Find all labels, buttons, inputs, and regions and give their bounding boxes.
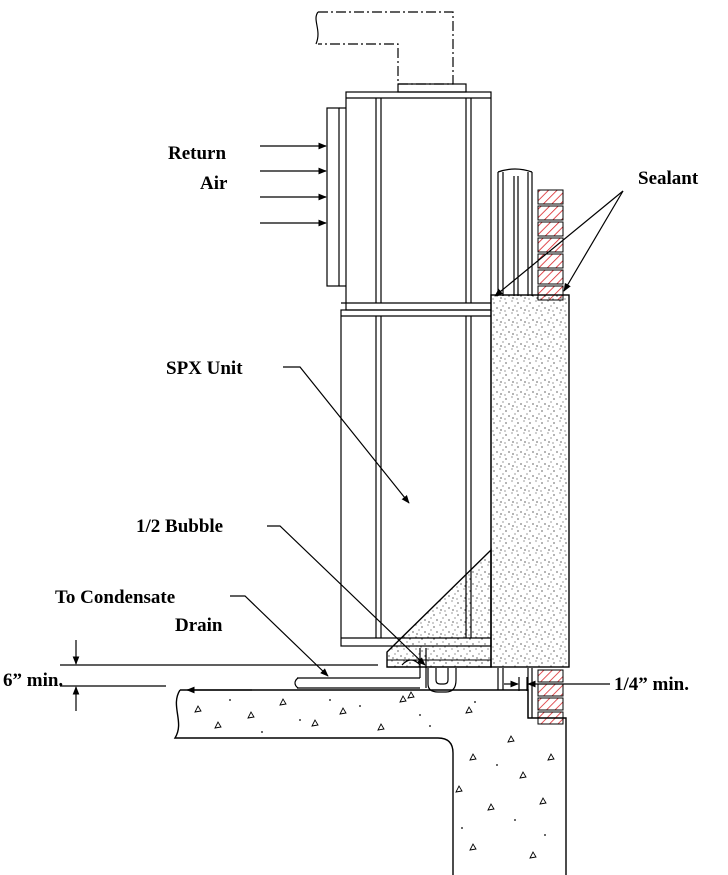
condensate-label-line2: Drain [175, 615, 223, 636]
brick [537, 683, 564, 697]
mounting-pad [386, 294, 570, 668]
half-bubble-label: 1/2 Bubble [136, 516, 223, 537]
aggregate-mark [407, 691, 415, 699]
aggregate-dot [229, 699, 231, 701]
sealant-label: Sealant [638, 168, 699, 189]
aggregate-mark [469, 843, 477, 851]
brick [537, 269, 564, 285]
brick [537, 253, 564, 269]
return-air-label-line1: Return [168, 143, 226, 164]
aggregate-mark [247, 711, 255, 719]
aggregate-mark [469, 753, 477, 761]
aggregate-dot [299, 719, 301, 721]
aggregate-dot [429, 725, 431, 727]
aggregate-mark [194, 705, 202, 713]
aggregate-mark [214, 721, 222, 729]
spx-unit-label: SPX Unit [166, 358, 243, 379]
aggregate-mark [519, 771, 527, 779]
aggregate-mark [399, 695, 407, 703]
aggregate-mark [377, 723, 385, 731]
condensate-drain [294, 648, 457, 693]
half-bubble-indicator [401, 659, 421, 666]
quarter-inch-dimension [504, 677, 610, 691]
aggregate-dot [544, 834, 546, 836]
aggregate-mark [529, 851, 537, 859]
leader-lines [230, 190, 624, 677]
aggregate-mark [539, 797, 547, 805]
aggregate-mark [465, 706, 473, 714]
brick [537, 237, 564, 253]
aggregate-mark [507, 735, 515, 743]
slab-aggregate [194, 691, 555, 859]
six-inch-dimension [60, 640, 378, 711]
aggregate-dot [261, 731, 263, 733]
aggregate-dot [419, 714, 421, 716]
condensate-label-line1: To Condensate [55, 587, 175, 608]
aggregate-mark [547, 753, 555, 761]
aggregate-dot [359, 705, 361, 707]
aggregate-mark [455, 785, 463, 793]
aggregate-mark [279, 698, 287, 706]
aggregate-mark [311, 719, 319, 727]
aggregate-dot [514, 819, 516, 821]
return-air-label-line2: Air [200, 173, 228, 194]
aggregate-dot [329, 699, 331, 701]
aggregate-mark [339, 707, 347, 715]
return-air-arrows [260, 142, 327, 227]
aggregate-dot [496, 764, 498, 766]
brick [537, 669, 564, 683]
return-air-grille [326, 107, 346, 287]
spx-unit-cabinet [340, 91, 492, 647]
brick [537, 205, 564, 221]
aggregate-mark [487, 803, 495, 811]
aggregate-dot [461, 827, 463, 829]
brick [537, 697, 564, 711]
brick [537, 221, 564, 237]
six-inch-min-label: 6” min. [3, 670, 63, 691]
floor-slab [173, 689, 567, 875]
supply-duct [315, 11, 467, 93]
brick [537, 189, 564, 205]
quarter-inch-min-label: 1/4” min. [614, 674, 689, 695]
aggregate-dot [474, 701, 476, 703]
